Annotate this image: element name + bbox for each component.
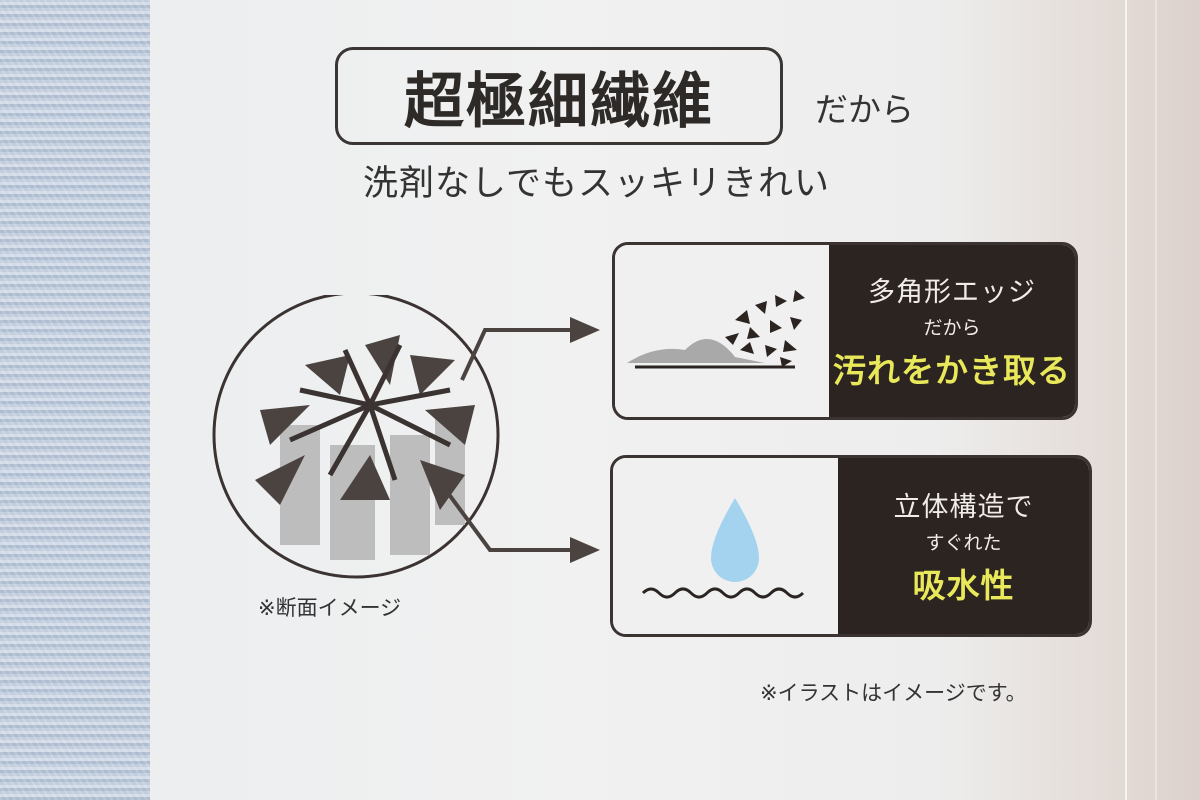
- dirt-scraping-icon: [627, 290, 805, 369]
- feature-illustration: [613, 458, 838, 634]
- headline-suffix: だから: [815, 90, 914, 129]
- feature-highlight: 汚れをかき取る: [833, 351, 1071, 390]
- package-edge: [1125, 0, 1127, 800]
- headline-text: 超極細繊維: [404, 66, 714, 137]
- illustration-disclaimer: ※イラストはイメージです。: [760, 681, 1027, 705]
- feature-title: 立体構造で: [893, 492, 1034, 523]
- feature-text-panel: 立体構造で すぐれた 吸水性: [838, 458, 1089, 634]
- feature-card-edge: 多角形エッジ だから 汚れをかき取る: [612, 242, 1078, 420]
- knit-cloth-background: [0, 0, 160, 800]
- feature-card-absorbency: 立体構造で すぐれた 吸水性: [610, 455, 1092, 637]
- cross-section-caption: ※断面イメージ: [258, 596, 402, 620]
- water-drop-icon: [641, 498, 805, 599]
- feature-text-panel: 多角形エッジ だから 汚れをかき取る: [829, 245, 1075, 417]
- feature-connector: すぐれた: [925, 532, 1002, 554]
- feature-highlight: 吸水性: [912, 566, 1015, 605]
- fiber-cross-section-icon: [212, 295, 600, 579]
- headline-box: 超極細繊維: [335, 47, 783, 145]
- feature-title: 多角形エッジ: [868, 277, 1036, 308]
- feature-connector: だから: [923, 317, 981, 339]
- package-edge: [1155, 0, 1157, 800]
- feature-illustration: [615, 245, 829, 417]
- subheadline: 洗剤なしでもスッキリきれい: [363, 164, 830, 204]
